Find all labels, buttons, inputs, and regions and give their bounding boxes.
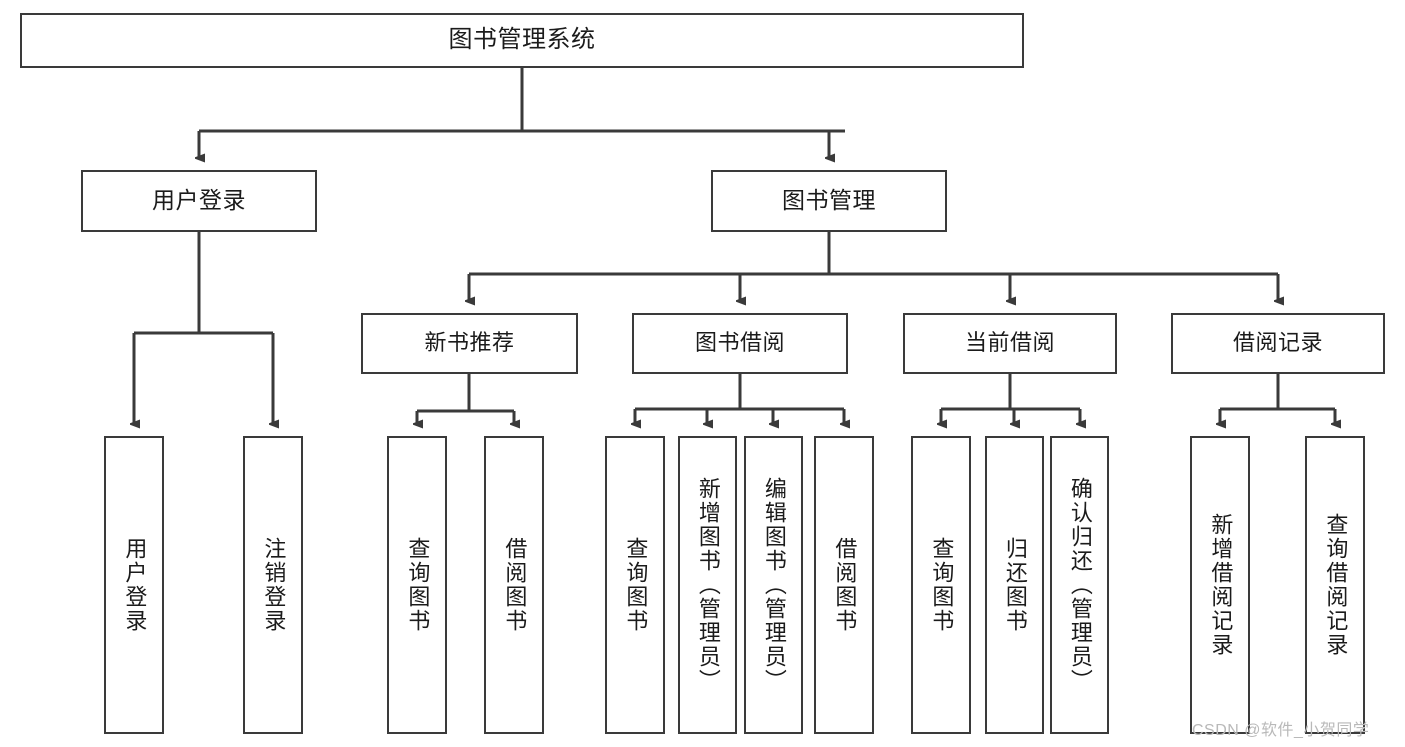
leaf-borrow-books-recommendation-label: 借阅图书 — [502, 537, 528, 633]
leaf-confirm-return-admin[interactable]: 确认归还（管理员） — [1050, 436, 1109, 734]
leaf-query-books-recommendation-label: 查询图书 — [405, 537, 431, 633]
leaf-query-books-current-label: 查询图书 — [929, 537, 955, 633]
leaf-query-borrow-record-label: 查询借阅记录 — [1323, 513, 1349, 657]
leaf-logout[interactable]: 注销登录 — [243, 436, 303, 734]
leaf-add-borrow-record[interactable]: 新增借阅记录 — [1190, 436, 1250, 734]
leaf-query-books-recommendation[interactable]: 查询图书 — [387, 436, 447, 734]
csdn-watermark: CSDN @软件_小贺同学 — [1192, 722, 1370, 739]
leaf-logout-label: 注销登录 — [261, 537, 287, 633]
node-root[interactable]: 图书管理系统 — [20, 13, 1024, 68]
node-book-management[interactable]: 图书管理 — [711, 170, 947, 232]
leaf-borrow-books[interactable]: 借阅图书 — [814, 436, 874, 734]
node-book-borrowing[interactable]: 图书借阅 — [632, 313, 848, 374]
leaf-query-books-borrowing[interactable]: 查询图书 — [605, 436, 665, 734]
leaf-add-book-admin-label: 新增图书（管理员） — [695, 477, 721, 693]
leaf-borrow-books-label: 借阅图书 — [832, 537, 858, 633]
leaf-edit-book-admin[interactable]: 编辑图书（管理员） — [744, 436, 803, 734]
leaf-query-books-current[interactable]: 查询图书 — [911, 436, 971, 734]
node-current-borrowings[interactable]: 当前借阅 — [903, 313, 1117, 374]
leaf-return-books-label: 归还图书 — [1002, 537, 1028, 633]
node-new-book-recommendation[interactable]: 新书推荐 — [361, 313, 578, 374]
node-current-borrowings-label: 当前借阅 — [964, 330, 1055, 356]
node-borrowing-records-label: 借阅记录 — [1232, 330, 1323, 356]
leaf-edit-book-admin-label: 编辑图书（管理员） — [761, 477, 787, 693]
node-user-login-label: 用户登录 — [152, 187, 246, 214]
node-book-borrowing-label: 图书借阅 — [694, 330, 785, 356]
leaf-confirm-return-admin-label: 确认归还（管理员） — [1067, 477, 1093, 693]
leaf-return-books[interactable]: 归还图书 — [985, 436, 1044, 734]
node-borrowing-records[interactable]: 借阅记录 — [1171, 313, 1385, 374]
node-book-management-label: 图书管理 — [782, 187, 876, 214]
leaf-add-borrow-record-label: 新增借阅记录 — [1208, 513, 1234, 657]
leaf-user-login[interactable]: 用户登录 — [104, 436, 164, 734]
leaf-borrow-books-recommendation[interactable]: 借阅图书 — [484, 436, 544, 734]
leaf-query-borrow-record[interactable]: 查询借阅记录 — [1305, 436, 1365, 734]
node-user-login[interactable]: 用户登录 — [81, 170, 317, 232]
leaf-user-login-label: 用户登录 — [122, 537, 148, 633]
node-root-label: 图书管理系统 — [448, 26, 596, 54]
leaf-add-book-admin[interactable]: 新增图书（管理员） — [678, 436, 737, 734]
leaf-query-books-borrowing-label: 查询图书 — [623, 537, 649, 633]
node-new-book-recommendation-label: 新书推荐 — [424, 330, 515, 356]
